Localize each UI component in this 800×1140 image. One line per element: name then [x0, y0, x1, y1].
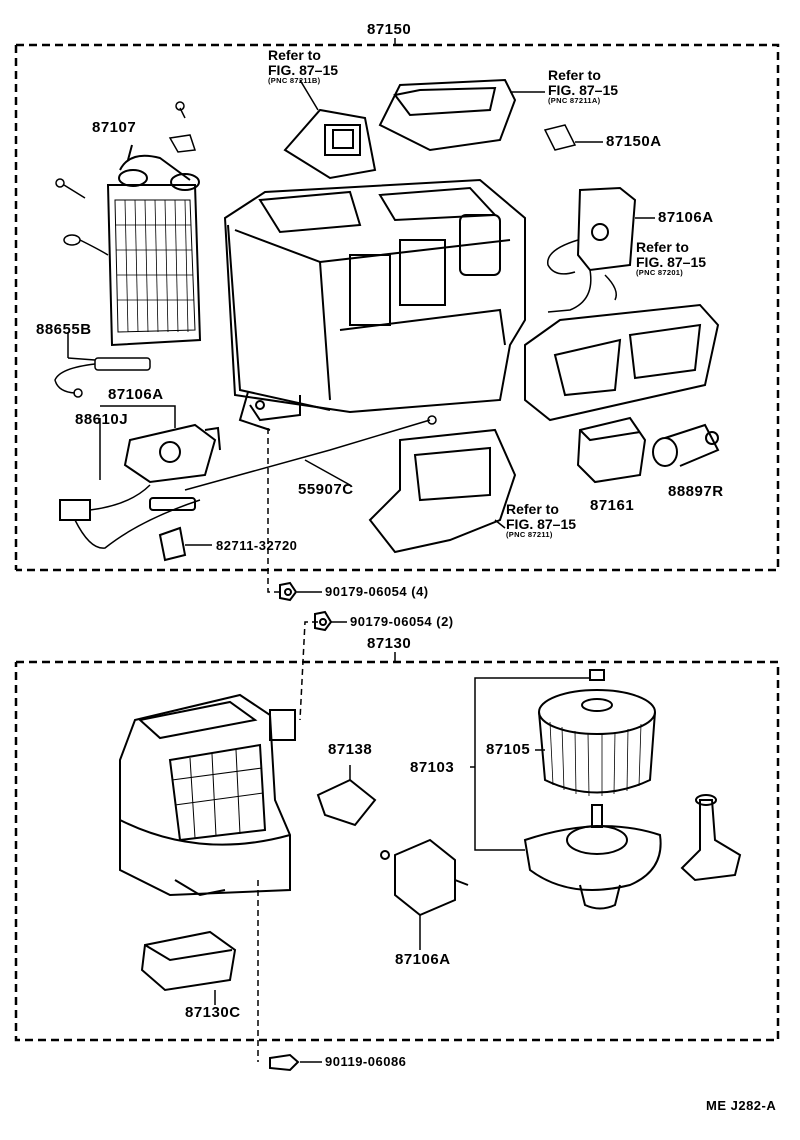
part-label-87161: 87161	[590, 497, 635, 514]
part-label-88610j: 88610J	[75, 411, 129, 428]
assembly-number-top: 87150	[367, 21, 412, 38]
group-bracket	[470, 677, 590, 851]
diagram-code: ME J282-A	[706, 1098, 777, 1113]
part-label-87106a-left: 87106A	[108, 386, 164, 403]
part-label-87130c: 87130C	[185, 1004, 241, 1021]
part-label-90179-06054-4: 90179-06054 (4)	[325, 584, 429, 599]
blower-fan	[538, 669, 656, 797]
bottom-assembly-frame	[14, 660, 780, 1042]
part-label-88655b: 88655B	[36, 321, 92, 338]
servo-motor-left	[59, 405, 221, 562]
part-label-90179-06054-2: 90179-06054 (2)	[350, 614, 454, 629]
part-label-87106a-bottom: 87106A	[395, 951, 451, 968]
drain-hose	[680, 794, 742, 882]
control-cable	[184, 415, 437, 491]
part-label-87138: 87138	[328, 741, 373, 758]
duct-87201	[524, 303, 720, 422]
part-label-55907c: 55907C	[298, 481, 354, 498]
part-label-87105: 87105	[486, 741, 531, 758]
top-assembly-frame	[14, 43, 780, 572]
sensor-87150a	[543, 124, 603, 151]
duct-87211b	[283, 79, 377, 180]
fastener-leaders	[257, 428, 347, 1063]
resistor-87138	[316, 765, 377, 827]
part-label-87150a: 87150A	[606, 133, 662, 150]
sensor-88897r	[652, 423, 720, 467]
part-label-87107: 87107	[92, 119, 137, 136]
part-label-87106a-right: 87106A	[658, 209, 714, 226]
temperature-sensor	[54, 332, 151, 398]
part-label-88897r: 88897R	[668, 483, 724, 500]
part-label-90119-06086: 90119-06086	[325, 1054, 407, 1069]
heater-core	[106, 144, 202, 347]
blower-motor	[523, 804, 662, 910]
heater-case	[223, 178, 526, 431]
assembly-number-bottom: 87130	[367, 635, 412, 652]
nuts	[269, 581, 333, 1072]
servo-motor-right	[547, 186, 655, 313]
part-label-87103: 87103	[410, 759, 455, 776]
resistor-87130c	[140, 930, 237, 1005]
duct-87211a	[378, 78, 545, 152]
servo-motor-bottom	[380, 838, 469, 950]
pipe-clips	[55, 101, 197, 256]
blower-case	[119, 693, 296, 897]
part-label-82711-32720: 82711-32720	[216, 538, 298, 553]
duct-87211	[368, 428, 517, 554]
amplifier-87161	[576, 416, 647, 484]
